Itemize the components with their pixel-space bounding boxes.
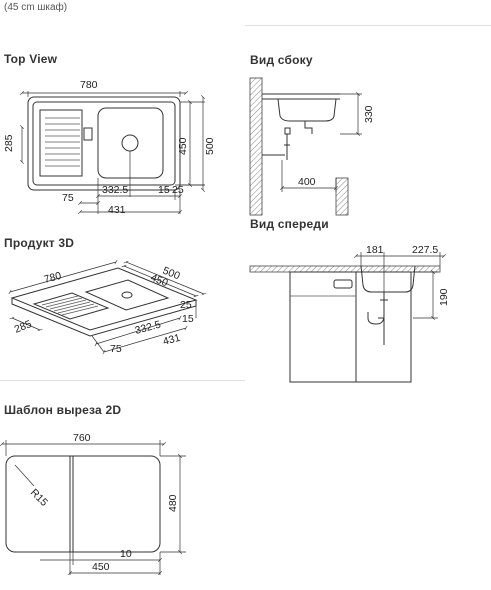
side-wall <box>249 77 263 216</box>
front-drawer-handle <box>333 279 353 289</box>
cutout-gap-label: 10 <box>120 548 132 560</box>
top-inner-height-label: 450 <box>177 137 189 155</box>
top-inner-width-label: 431 <box>108 204 126 216</box>
top-offset-25-label: 25 <box>172 184 184 196</box>
sink-outline <box>27 96 181 191</box>
cutout-height-label: 480 <box>167 494 179 512</box>
side-bowl <box>277 98 337 122</box>
cutout-radius-label: R15 <box>28 487 50 509</box>
top-divider <box>245 25 491 26</box>
front-cabinet-right <box>355 271 412 383</box>
cutout-width-label: 760 <box>73 432 91 444</box>
product-3d-drawing: 780 450 500 285 25 15 332.5 75 431 <box>8 259 207 355</box>
cabinet-caption: (45 cm шкаф) <box>4 2 68 13</box>
side-view-title: Вид сбоку <box>250 53 313 67</box>
cutout-2d-drawing: 760 R15 480 10 450 <box>0 432 186 575</box>
3d-sink-edge <box>11 298 197 337</box>
side-view-drawing: 330 400 <box>249 77 375 216</box>
3d-drain-label: 332.5 <box>134 318 163 336</box>
3d-d75-label: 75 <box>110 343 122 355</box>
top-offset-15-label: 15 <box>158 184 170 196</box>
section-divider <box>0 380 245 381</box>
front-view-drawing: 181 227.5 190 <box>249 244 450 383</box>
drainboard-grooves <box>45 117 80 167</box>
side-drain-pipe <box>304 121 313 134</box>
3d-drainboard <box>32 292 110 320</box>
3d-left-285-label: 285 <box>13 318 34 336</box>
front-countertop <box>249 265 441 273</box>
3d-drain <box>121 291 133 299</box>
cutout-2d-title: Шаблон выреза 2D <box>4 403 122 417</box>
top-width-label: 780 <box>80 79 98 91</box>
top-left-height-label: 285 <box>3 134 15 152</box>
3d-width-label: 780 <box>43 270 63 286</box>
front-227-label: 227.5 <box>412 244 438 256</box>
side-cabinet-front <box>335 177 349 216</box>
overflow-slot <box>83 127 93 141</box>
front-trap-pipe <box>367 292 388 325</box>
top-offset-75-label: 75 <box>62 192 74 204</box>
3d-d25-label: 25 <box>180 299 192 311</box>
drainboard <box>39 109 83 177</box>
sink-bowl <box>97 107 164 179</box>
3d-drainboard-grooves <box>41 295 99 316</box>
side-trap-pipe <box>284 134 290 160</box>
3d-d431-label: 431 <box>162 332 182 348</box>
front-view-title: Вид спереди <box>250 217 329 231</box>
front-181-label: 181 <box>366 244 384 256</box>
top-view-title: Top View <box>4 52 58 66</box>
product-3d-title: Продукт 3D <box>4 236 75 250</box>
front-bowl <box>360 265 416 293</box>
top-outer-height-label: 500 <box>204 137 216 155</box>
cutout-half-label: 450 <box>92 561 110 573</box>
top-view-drawing: 780 285 450 500 332.5 15 25 75 431 <box>3 79 216 216</box>
sink-inner-outline <box>32 101 176 186</box>
cutout-outline <box>5 455 161 553</box>
top-drain-offset-label: 332.5 <box>102 184 128 196</box>
side-depth-label: 400 <box>298 176 316 188</box>
side-height-label: 330 <box>363 105 375 123</box>
front-height-label: 190 <box>438 288 450 306</box>
drain-circle <box>121 134 139 152</box>
3d-d15-label: 15 <box>182 313 194 325</box>
